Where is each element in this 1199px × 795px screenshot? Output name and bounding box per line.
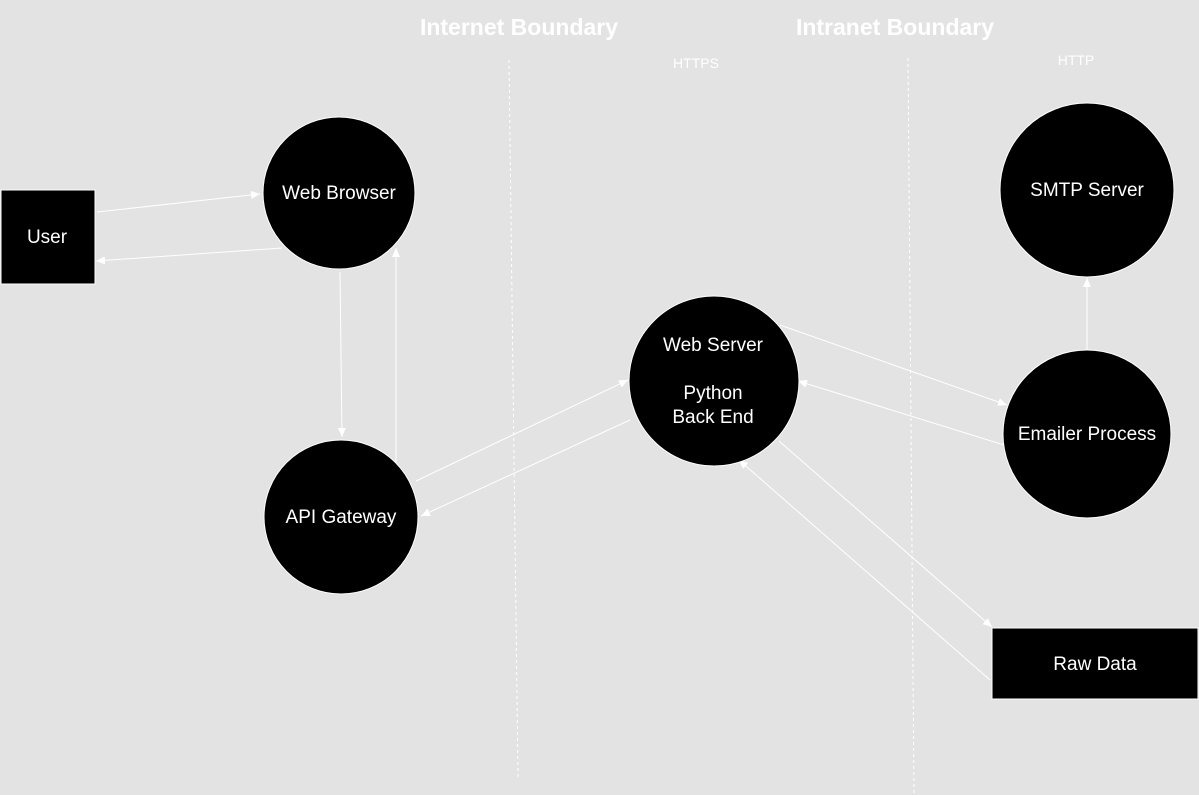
web-server-label-line3: Back End [672,407,753,428]
edge-web-browser-to-user [95,247,283,265]
https-protocol-label: HTTPS [673,55,719,71]
edge-raw-data-to-web-server [738,459,991,681]
edge-web-server-to-raw-data [778,440,993,628]
internet-boundary-line [508,59,519,778]
node-api-gateway: API Gateway [263,439,419,595]
node-emailer-process: Emailer Process [1002,349,1172,519]
emailer-process-label: Emailer Process [1018,424,1156,445]
node-web-server: Web Server Python Back End [628,295,800,467]
edge-user-to-web-browser [96,191,261,213]
edge-web-server-to-api-gateway [420,419,631,517]
raw-data-box [991,627,1199,700]
node-smtp-server: SMTP Server [999,102,1175,278]
web-browser-circle [262,116,416,270]
api-gateway-circle [263,439,419,595]
node-raw-data: Raw Data [991,627,1199,700]
user-box [0,189,96,285]
edge-emailer-to-web-server [797,379,1005,446]
api-gateway-label: API Gateway [286,507,397,528]
intranet-boundary-title: Intranet Boundary [796,14,994,40]
node-web-browser: Web Browser [262,116,416,270]
emailer-process-circle [1002,349,1172,519]
raw-data-label: Raw Data [1053,654,1137,675]
web-server-label-line1: Web Server [663,335,764,356]
smtp-server-circle [999,102,1175,278]
node-user: User [0,189,96,285]
web-browser-label: Web Browser [282,183,396,204]
web-server-label-line2: Python [683,383,742,404]
user-label: User [27,227,68,248]
edges [95,191,1091,681]
http-protocol-label: HTTP [1058,52,1095,68]
intranet-boundary-line [907,57,915,795]
edge-web-browser-to-api-gateway [337,271,346,438]
edge-web-server-to-emailer [779,324,1008,406]
edge-api-gateway-to-web-server [415,379,629,482]
smtp-server-label: SMTP Server [1030,180,1144,201]
web-server-circle [628,295,800,467]
internet-boundary-title: Internet Boundary [420,14,618,40]
